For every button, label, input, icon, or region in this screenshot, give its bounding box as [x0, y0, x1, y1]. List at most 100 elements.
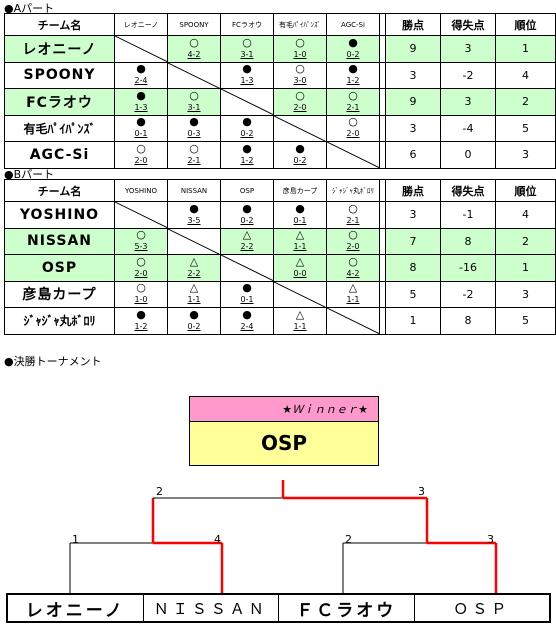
rank-value: 3 [495, 141, 556, 169]
diff-value: -4 [440, 114, 496, 142]
header-rank: 順位 [495, 13, 556, 36]
sf1-left-score: 1 [72, 533, 79, 546]
final-left-score: 2 [156, 485, 163, 498]
match-result-cell: ●1-2 [326, 61, 380, 89]
points-value: 9 [385, 35, 441, 63]
header-rank: 順位 [495, 179, 556, 202]
points-value: 8 [385, 254, 441, 282]
rank-value: 2 [495, 227, 556, 255]
header-col: 有毛ﾊﾟｲﾊﾟﾝｽﾞ [273, 13, 327, 36]
match-score: 3-1 [187, 102, 201, 112]
result-mark: ● [242, 115, 252, 129]
header-col: 彦島カープ [273, 179, 327, 202]
team-name: OSP [4, 254, 115, 282]
match-score: 1-2 [134, 321, 148, 331]
result-mark: △ [189, 281, 199, 295]
match-result-cell: ●2-4 [114, 61, 168, 89]
points-value: 9 [385, 88, 441, 116]
points-value: 3 [385, 61, 441, 89]
match-score: 5-3 [134, 242, 148, 252]
part-b-label: ●Bパート [4, 168, 55, 181]
match-score: 1-3 [134, 102, 148, 112]
header-team: チーム名 [4, 13, 115, 36]
match-score: 1-1 [346, 295, 360, 305]
header-points: 勝点 [385, 13, 441, 36]
match-result-cell: ●3-5 [167, 201, 221, 229]
team-name: AGC-Si [4, 141, 115, 169]
diagonal-cell [167, 61, 221, 89]
match-result-cell: ○2-0 [273, 88, 327, 116]
match-result-cell: ●0-2 [326, 35, 380, 63]
diagonal-cell [167, 227, 221, 255]
match-score: 2-0 [134, 155, 148, 165]
header-team: チーム名 [4, 179, 115, 202]
match-result-cell: △2-2 [167, 254, 221, 282]
rank-value: 3 [495, 280, 556, 308]
result-mark: ● [136, 307, 146, 321]
result-mark: ○ [348, 228, 358, 242]
match-result-cell: ●2-4 [220, 307, 274, 335]
sf2-right-score: 3 [487, 533, 494, 546]
diff-value: 3 [440, 88, 496, 116]
result-mark: ● [242, 62, 252, 76]
match-result-cell: ●0-1 [220, 280, 274, 308]
tournament-team-3: ＦＣラオウ [279, 595, 415, 621]
match-result-cell: △1-1 [167, 280, 221, 308]
match-result-cell: △1-1 [326, 280, 380, 308]
diagonal-cell [114, 201, 168, 229]
match-score: 2-1 [346, 102, 360, 112]
diff-value: -2 [440, 61, 496, 89]
team-name: FCラオウ [4, 88, 115, 116]
header-col: SPOONY [167, 13, 221, 36]
rank-value: 4 [495, 61, 556, 89]
match-score: 1-2 [346, 76, 360, 86]
match-score: 0-1 [240, 295, 254, 305]
result-mark: ○ [189, 88, 199, 102]
match-score: 2-1 [187, 155, 201, 165]
result-mark: ○ [136, 281, 146, 295]
result-mark: ○ [136, 141, 146, 155]
result-mark: ● [242, 307, 252, 321]
result-mark: ○ [348, 201, 358, 215]
part-a-label: ●Aパート [4, 2, 55, 15]
result-mark: △ [295, 254, 305, 268]
header-diff: 得失点 [440, 179, 496, 202]
sf1-right-score: 4 [214, 533, 221, 546]
tournament-bracket [69, 480, 498, 593]
match-score: 1-0 [293, 49, 307, 59]
champion-name: OSP [189, 421, 379, 466]
diff-value: -1 [440, 201, 496, 229]
team-name: NISSAN [4, 227, 115, 255]
result-mark: ● [189, 115, 199, 129]
header-col: FCラオウ [220, 13, 274, 36]
final-right-score: 3 [418, 485, 425, 498]
match-result-cell: ●0-1 [273, 201, 327, 229]
header-points: 勝点 [385, 179, 441, 202]
header-col: レオニーノ [114, 13, 168, 36]
match-result-cell: △2-2 [220, 227, 274, 255]
match-score: 2-1 [346, 215, 360, 225]
header-col: OSP [220, 179, 274, 202]
match-result-cell: ○4-2 [167, 35, 221, 63]
tournament-label: ●決勝トーナメント [4, 355, 102, 368]
team-name: 有毛ﾊﾟｲﾊﾟﾝｽﾞ [4, 114, 115, 142]
match-result-cell: ○2-0 [114, 141, 168, 169]
match-score: 1-2 [240, 155, 254, 165]
result-mark: ○ [348, 254, 358, 268]
result-mark: ○ [189, 35, 199, 49]
match-result-cell: △1-1 [273, 307, 327, 335]
team-name: SPOONY [4, 61, 115, 89]
match-score: 4-2 [346, 268, 360, 278]
diagonal-cell [114, 35, 168, 63]
rank-value: 4 [495, 201, 556, 229]
rank-value: 2 [495, 88, 556, 116]
